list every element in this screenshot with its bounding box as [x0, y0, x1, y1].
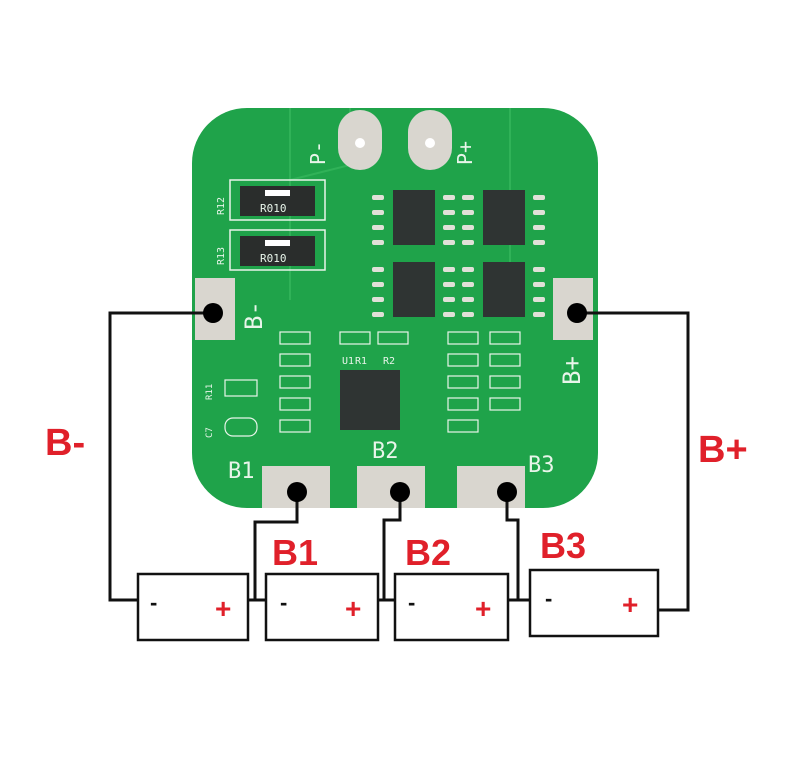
svg-text:+: + — [345, 593, 361, 624]
svg-text:-: - — [408, 590, 415, 615]
battery-cell-2: - + — [264, 572, 380, 642]
svg-text:R010: R010 — [260, 252, 287, 265]
svg-text:+: + — [215, 593, 231, 624]
p-minus-label: P- — [306, 141, 330, 165]
battery-cell-4: - + — [528, 568, 660, 638]
b2-pad — [357, 466, 425, 508]
p-plus-label: P+ — [453, 141, 477, 165]
p-minus-pad — [338, 110, 382, 170]
b1-label: B1 — [272, 532, 318, 573]
pcb-board: P- P+ R010 R010 R12 R13 — [192, 108, 598, 508]
b-plus-label: B+ — [698, 429, 748, 471]
shunt-resistor-r12: R010 — [229, 179, 326, 221]
shunt-resistor-r13: R010 — [229, 229, 326, 271]
svg-text:-: - — [150, 590, 157, 615]
p-plus-pad — [408, 110, 452, 170]
b-minus-silk: B- — [240, 301, 268, 330]
solder-points — [203, 303, 587, 502]
svg-text:R11: R11 — [205, 384, 215, 400]
svg-text:-: - — [545, 586, 552, 611]
wires — [108, 311, 690, 612]
b3-label: B3 — [540, 525, 586, 566]
controller-ic — [340, 370, 400, 430]
svg-text:R13: R13 — [216, 247, 227, 265]
smd-components — [224, 331, 521, 437]
mosfet-chips — [393, 190, 525, 317]
b3-silk: B3 — [528, 453, 555, 478]
svg-text:-: - — [280, 590, 287, 615]
svg-text:+: + — [622, 589, 638, 620]
svg-text:C7: C7 — [205, 427, 215, 438]
svg-text:U1: U1 — [342, 356, 354, 367]
battery-cell-1: - + — [136, 572, 250, 642]
battery-cell-3: - + — [393, 572, 510, 642]
svg-text:R1: R1 — [355, 356, 367, 367]
svg-text:R010: R010 — [260, 202, 287, 215]
b1-silk: B1 — [228, 459, 255, 484]
b2-label: B2 — [405, 532, 451, 573]
mosfet-pins — [372, 195, 545, 317]
b-plus-silk: B+ — [558, 356, 586, 385]
svg-text:R12: R12 — [216, 197, 227, 215]
b-minus-label: B- — [45, 422, 85, 464]
svg-text:R2: R2 — [383, 356, 395, 367]
b2-silk: B2 — [372, 439, 399, 464]
svg-text:+: + — [475, 593, 491, 624]
